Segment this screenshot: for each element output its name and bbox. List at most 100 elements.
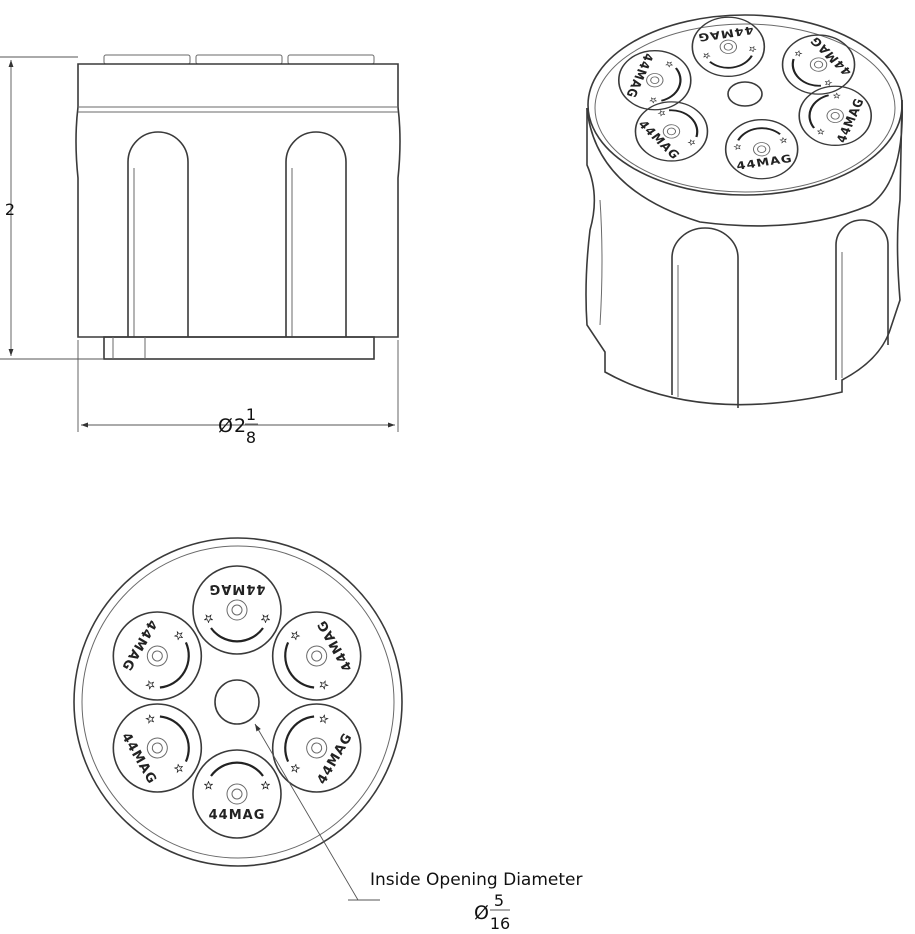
rim-tab [287,54,375,65]
chamber-rim [724,119,799,180]
opening-label: Inside Opening Diameter [370,870,582,890]
primer-ring [226,783,248,805]
diameter-numerator: 1 [246,405,256,424]
star-icon [289,762,301,774]
chamber-stamp: 44MAG [807,34,855,78]
chamber-rim [691,16,766,77]
chamber-head: 44MAG [192,749,282,839]
opening-denominator: 16 [490,914,510,933]
star-icon [793,49,803,58]
primer-ring [146,737,168,759]
star-icon [261,781,270,790]
iso-flute [671,227,739,408]
star-icon [823,79,833,87]
chamber-arc [709,55,753,69]
chamber-rim [271,611,362,701]
center-opening [214,679,260,725]
star-icon [748,46,757,53]
chamber-arc [668,109,699,138]
star-icon [173,630,185,642]
star-icon [832,92,841,100]
chamber-stamp: 44MAG [833,96,867,144]
star-icon [173,762,185,774]
rim-tab [103,54,191,65]
chamber-rim [112,611,203,701]
chamber-stamp: 44MAG [623,52,657,100]
chamber-stamp: 44MAG [209,581,266,596]
chamber-arc [737,127,781,141]
star-icon [816,128,825,136]
opening-numerator: 5 [494,891,504,910]
star-icon [317,679,329,691]
star-icon [289,630,301,642]
diameter-dimension: Ø 2 1 8 [77,340,399,447]
chamber-bore-icon [311,650,323,662]
star-icon [687,138,697,147]
star-icon [204,781,213,790]
chamber-rim [634,101,709,162]
star-icon [702,52,711,60]
chamber-bore-icon [311,742,323,754]
chamber-arc [284,642,315,689]
front-view: 2 Ø 2 1 8 [0,54,401,447]
chamber-arc [159,642,190,689]
star-icon [657,109,667,117]
primer-ring [306,737,328,759]
chamber-head: 44MAG [112,611,203,701]
chamber-bore-icon [723,43,733,51]
chamber-rim [781,34,856,95]
star-icon [665,60,674,68]
iso-center-opening [727,81,763,107]
primer-ring [826,108,844,123]
chamber-head: 44MAG [271,703,362,793]
star-icon [145,679,157,691]
chamber-head: 44MAG [691,16,766,77]
star-icon [649,96,658,104]
star-icon [779,136,788,144]
chamber-arc [159,715,190,762]
primer-ring [306,645,328,667]
chamber-bore-icon [231,788,243,800]
chamber-stamp: 44MAG [735,152,794,172]
base-ring [103,336,375,360]
primer-ring [146,645,168,667]
flute [127,131,189,337]
primer-ring [662,124,681,139]
body-outline [75,63,401,338]
chamber-bore-icon [813,60,824,69]
diameter-whole: 2 [234,415,246,437]
height-dimension: 2 [0,56,104,360]
chamber-bore-icon [151,742,163,754]
chamber-arc [210,761,264,777]
star-icon [145,713,157,725]
chamber-arc [791,58,822,87]
primer-ring [646,73,664,88]
primer-ring [226,599,248,621]
opening-leader [254,723,359,901]
chamber-arc [808,94,829,129]
chamber-arc [210,627,264,643]
chamber-head: 44MAG [617,50,692,111]
chamber-head: 44MAG [112,703,203,793]
chamber-bore-icon [666,127,677,136]
chamber-arc [661,67,682,102]
diameter-symbol: Ø [218,415,233,437]
chamber-bore-icon [650,76,660,84]
chamber-head: 44MAG [724,119,799,180]
flute [285,131,347,337]
chamber-arc [284,715,315,762]
chamber-head: 44MAG [192,565,282,655]
star-icon [204,614,213,623]
opening-symbol: Ø [474,902,489,924]
chamber-rim [192,565,282,655]
chamber-rim [192,749,282,839]
rim-tab [195,54,283,65]
iso-flute [835,219,889,380]
chamber-stamp: 44MAG [209,808,266,823]
primer-ring [719,39,738,54]
